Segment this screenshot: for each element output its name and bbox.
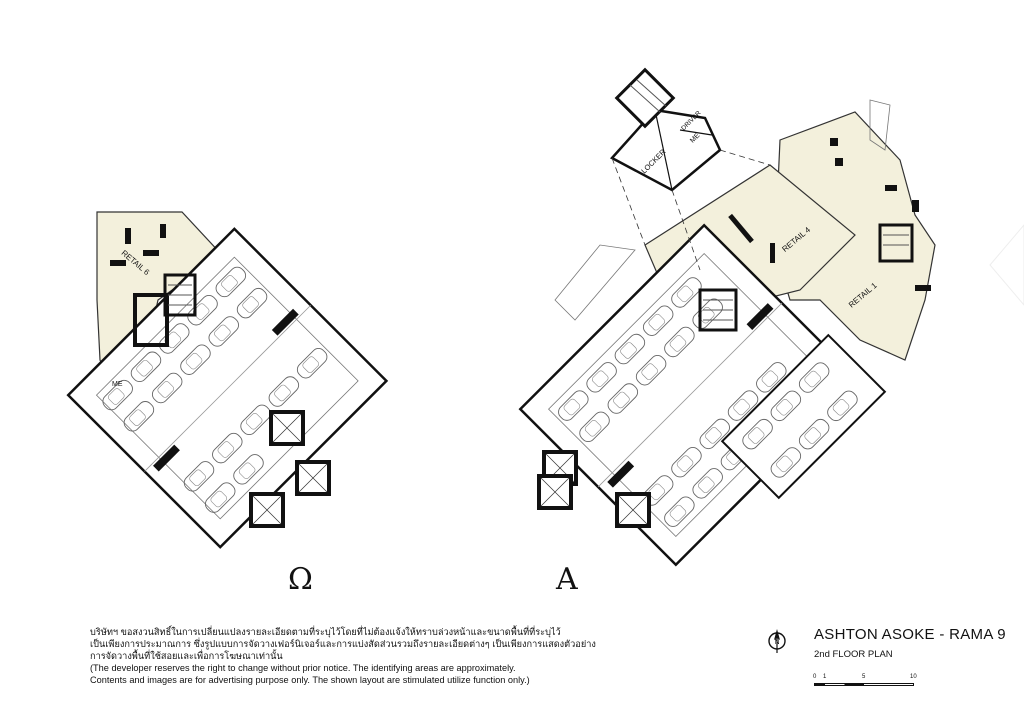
disclaimer-thai-line-1: บริษัทฯ ขอสงวนสิทธิ์ในการเปลี่ยนแปลงรายล… xyxy=(90,627,561,637)
scale-tick-label: 10 xyxy=(910,674,917,680)
scale-tick-label: 5 xyxy=(862,674,866,680)
scale-line xyxy=(814,683,914,686)
tower-omega-plan xyxy=(66,211,389,549)
tower-a-plan xyxy=(518,67,936,567)
tower-omega-label: Ω xyxy=(288,562,313,597)
scale-bar: 0 1 5 10 xyxy=(813,674,917,688)
tower-a-label: A xyxy=(556,562,578,597)
locker-annex xyxy=(610,108,722,192)
project-title: ASHTON ASOKE - RAMA 9 xyxy=(814,626,1006,643)
disclaimer-thai-line-3: การจัดวางพื้นที่ใช้สอยและเพื่อการโฆษณาเท… xyxy=(90,651,283,661)
disclaimer-text: บริษัทฯ ขอสงวนสิทธิ์ในการเปลี่ยนแปลงรายล… xyxy=(90,626,650,686)
disclaimer-en-line-2: Contents and images are for advertising … xyxy=(90,675,530,685)
disclaimer-en-line-1: (The developer reserves the right to cha… xyxy=(90,663,516,673)
title-block: N ASHTON ASOKE - RAMA 9 2nd FLOOR PLAN 0… xyxy=(766,624,1016,694)
north-arrow-icon: N xyxy=(768,629,786,653)
north-label: N xyxy=(774,639,779,646)
me-omega-label: ME xyxy=(112,381,123,388)
disclaimer-thai-line-2: เป็นเพียงการประมาณการ ซึ่งรูปแบบการจัดวา… xyxy=(90,639,596,649)
scale-tick-label: 1 xyxy=(823,674,827,680)
floor-plan-title: 2nd FLOOR PLAN xyxy=(814,649,893,660)
scale-tick-label: 0 xyxy=(813,674,817,680)
